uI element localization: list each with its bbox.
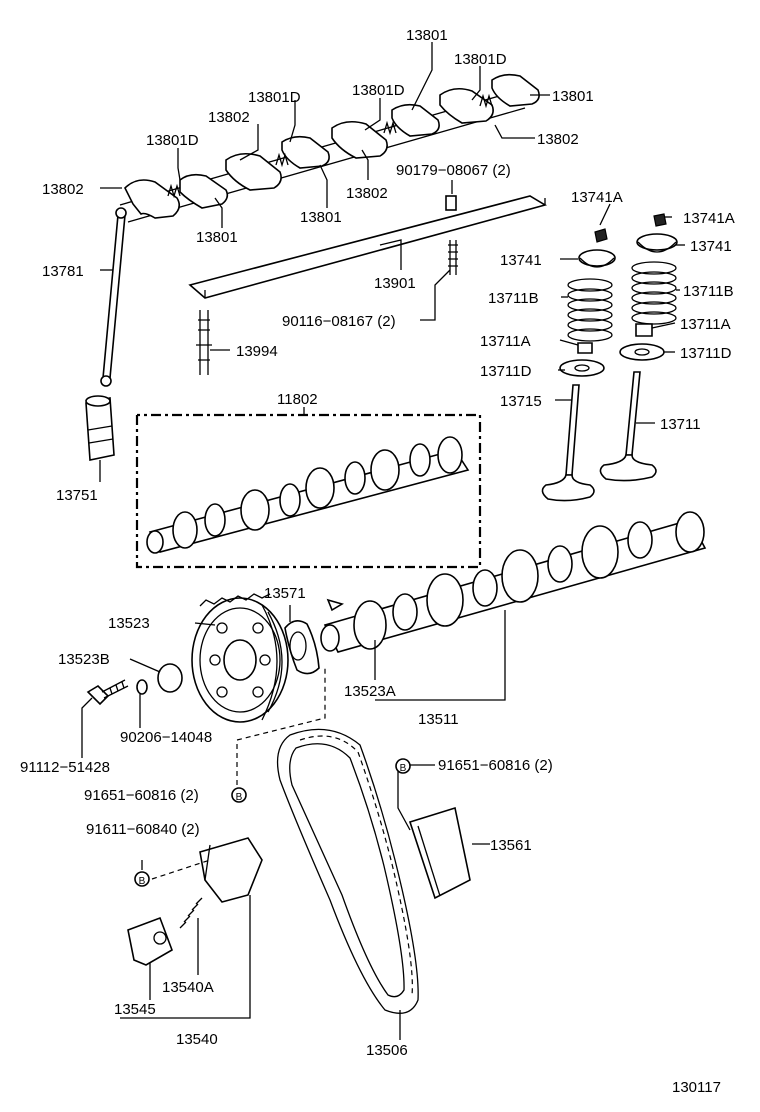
callout-b-2-text: B xyxy=(236,792,243,803)
label-13561: 13561 xyxy=(490,837,532,854)
timing-chain xyxy=(276,728,419,1014)
label-13801D-c: 13801D xyxy=(146,132,199,149)
label-91611: 91611−60840 (2) xyxy=(86,821,200,838)
camshaft-set-frame xyxy=(135,413,482,569)
thrust-plate xyxy=(284,620,320,675)
label-13801D-top: 13801D xyxy=(454,51,507,68)
callout-b-3: B xyxy=(134,871,150,887)
label-13802-left: 13802 xyxy=(42,181,84,198)
camshaft xyxy=(320,511,707,653)
knock-pin xyxy=(136,679,148,695)
label-13506: 13506 xyxy=(366,1042,408,1059)
camshaft-sprocket xyxy=(191,593,289,723)
label-13801D-b: 13801D xyxy=(248,89,301,106)
valve-lifter xyxy=(85,395,115,461)
label-13802-right: 13802 xyxy=(537,131,579,148)
label-13741A-a: 13741A xyxy=(571,189,623,206)
label-13994: 13994 xyxy=(236,343,278,360)
label-13571: 13571 xyxy=(264,585,306,602)
label-13540A: 13540A xyxy=(162,979,214,996)
label-13801-right: 13801 xyxy=(552,88,594,105)
label-13801-top: 13801 xyxy=(406,27,448,44)
label-13523A: 13523A xyxy=(344,683,396,700)
label-13741-b: 13741 xyxy=(690,238,732,255)
push-rod xyxy=(100,207,127,387)
label-91112: 91112−51428 xyxy=(20,759,110,776)
label-91651-a: 91651−60816 (2) xyxy=(84,787,199,804)
sprocket-washer xyxy=(157,663,183,693)
leader-lines xyxy=(81,42,685,1040)
camshaft-set xyxy=(146,436,470,554)
label-13540: 13540 xyxy=(176,1031,218,1048)
label-90179: 90179−08067 (2) xyxy=(396,162,511,179)
rocker-arm-assembly xyxy=(119,73,540,223)
label-13802-mid: 13802 xyxy=(346,185,388,202)
label-13711B-a: 13711B xyxy=(488,290,539,307)
valve-train-right xyxy=(541,213,678,502)
label-13801-low1: 13801 xyxy=(300,209,342,226)
label-13741-a: 13741 xyxy=(500,252,542,269)
label-13751: 13751 xyxy=(56,487,98,504)
diagram-id: 130117 xyxy=(672,1079,721,1096)
label-13711A-b: 13711A xyxy=(680,316,731,333)
part-labels: 13801 13801D 13801 13801D 13801D 13802 1… xyxy=(20,27,735,1096)
camshaft-bearing-cap-bar xyxy=(188,195,548,375)
label-13901: 13901 xyxy=(374,275,416,292)
sprocket-bolt xyxy=(86,679,129,706)
chain-tensioner xyxy=(127,837,263,966)
label-13711: 13711 xyxy=(660,416,701,433)
label-13781: 13781 xyxy=(42,263,84,280)
label-90116: 90116−08167 (2) xyxy=(282,313,396,330)
label-13741A-b: 13741A xyxy=(683,210,735,227)
label-13545: 13545 xyxy=(114,1001,156,1018)
label-91651-b: 91651−60816 (2) xyxy=(438,757,553,774)
label-13801-low2: 13801 xyxy=(196,229,238,246)
label-13715: 13715 xyxy=(500,393,542,410)
label-13711D-b: 13711D xyxy=(680,345,732,362)
callout-b-3-text: B xyxy=(139,876,146,887)
callout-b-1-text: B xyxy=(400,763,407,774)
callout-b-1: B xyxy=(395,758,411,774)
callout-b-2: B xyxy=(231,787,247,803)
chain-damper xyxy=(408,806,471,900)
label-90206: 90206−14048 xyxy=(120,729,212,746)
label-13711B-b: 13711B xyxy=(683,283,734,300)
label-13523B: 13523B xyxy=(58,651,110,668)
label-13802-a: 13802 xyxy=(208,109,250,126)
label-13711D-a: 13711D xyxy=(480,363,532,380)
label-13711A-a: 13711A xyxy=(480,333,531,350)
label-13511: 13511 xyxy=(418,711,459,728)
label-13801D-a: 13801D xyxy=(352,82,405,99)
label-13523: 13523 xyxy=(108,615,150,632)
label-11802: 11802 xyxy=(277,391,318,408)
